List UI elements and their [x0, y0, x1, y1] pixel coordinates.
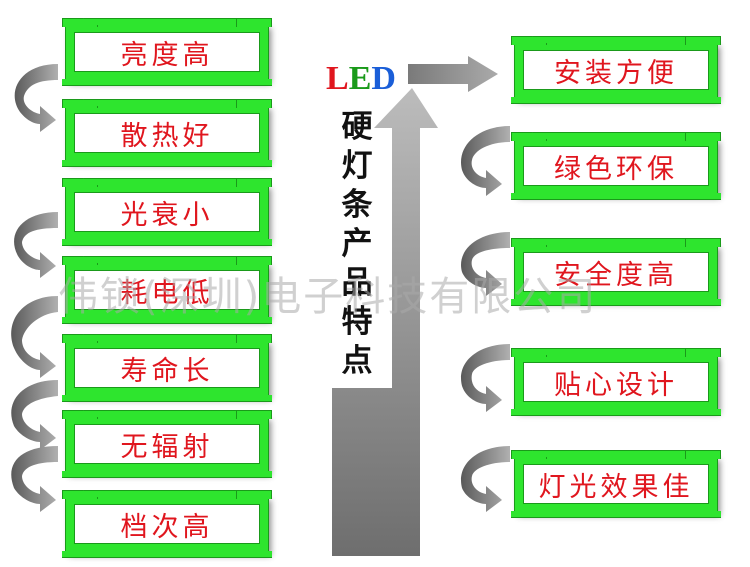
- feature-label: 无辐射: [120, 431, 214, 463]
- title-char: 特: [341, 304, 373, 340]
- feature-box-easy-install: 安装方便: [511, 36, 721, 104]
- led-letter: D: [371, 60, 396, 97]
- feature-box-high-grade: 档次高: [62, 490, 272, 558]
- up-arrow-icon: [332, 88, 438, 556]
- feature-label: 安装方便: [554, 57, 678, 89]
- feature-box-low-power: 耗电低: [62, 256, 272, 324]
- led-letter: E: [348, 60, 372, 97]
- feature-box-brightness: 亮度高: [62, 18, 272, 86]
- feature-label: 耗电低: [120, 277, 214, 309]
- feature-label: 档次高: [120, 511, 214, 543]
- vertical-title: 硬 灯 条 产 品 特 点: [338, 108, 376, 381]
- feature-box-heat-dissipation: 散热好: [62, 99, 272, 167]
- title-char: 条: [341, 187, 373, 223]
- led-letter: L: [326, 60, 349, 97]
- feature-box-long-life: 寿命长: [62, 334, 272, 402]
- feature-label: 亮度高: [120, 39, 214, 71]
- feature-box-lighting-effect: 灯光效果佳: [511, 450, 721, 518]
- feature-box-no-radiation: 无辐射: [62, 410, 272, 478]
- curved-arrows-left: [11, 64, 58, 512]
- feature-box-low-decay: 光衰小: [62, 178, 272, 246]
- title-char: 硬: [341, 109, 373, 145]
- feature-box-thoughtful-design: 贴心设计: [511, 348, 721, 416]
- feature-label: 散热好: [120, 120, 214, 152]
- led-title: LED: [326, 60, 396, 98]
- title-char: 灯: [341, 148, 373, 184]
- curved-arrows-right: [461, 126, 510, 512]
- right-arrow-icon: [408, 56, 498, 92]
- feature-box-eco-friendly: 绿色环保: [511, 132, 721, 200]
- feature-label: 贴心设计: [554, 369, 678, 401]
- title-char: 产: [341, 226, 373, 262]
- title-char: 品: [341, 265, 373, 301]
- feature-label: 灯光效果佳: [538, 471, 694, 503]
- title-char: 点: [341, 343, 373, 379]
- feature-label: 安全度高: [554, 259, 678, 291]
- feature-label: 光衰小: [120, 199, 214, 231]
- feature-label: 寿命长: [120, 355, 214, 387]
- curved-arrow-icon: [461, 126, 510, 512]
- feature-box-high-safety: 安全度高: [511, 238, 721, 306]
- feature-label: 绿色环保: [554, 153, 678, 185]
- curved-arrow-icon: [11, 64, 58, 512]
